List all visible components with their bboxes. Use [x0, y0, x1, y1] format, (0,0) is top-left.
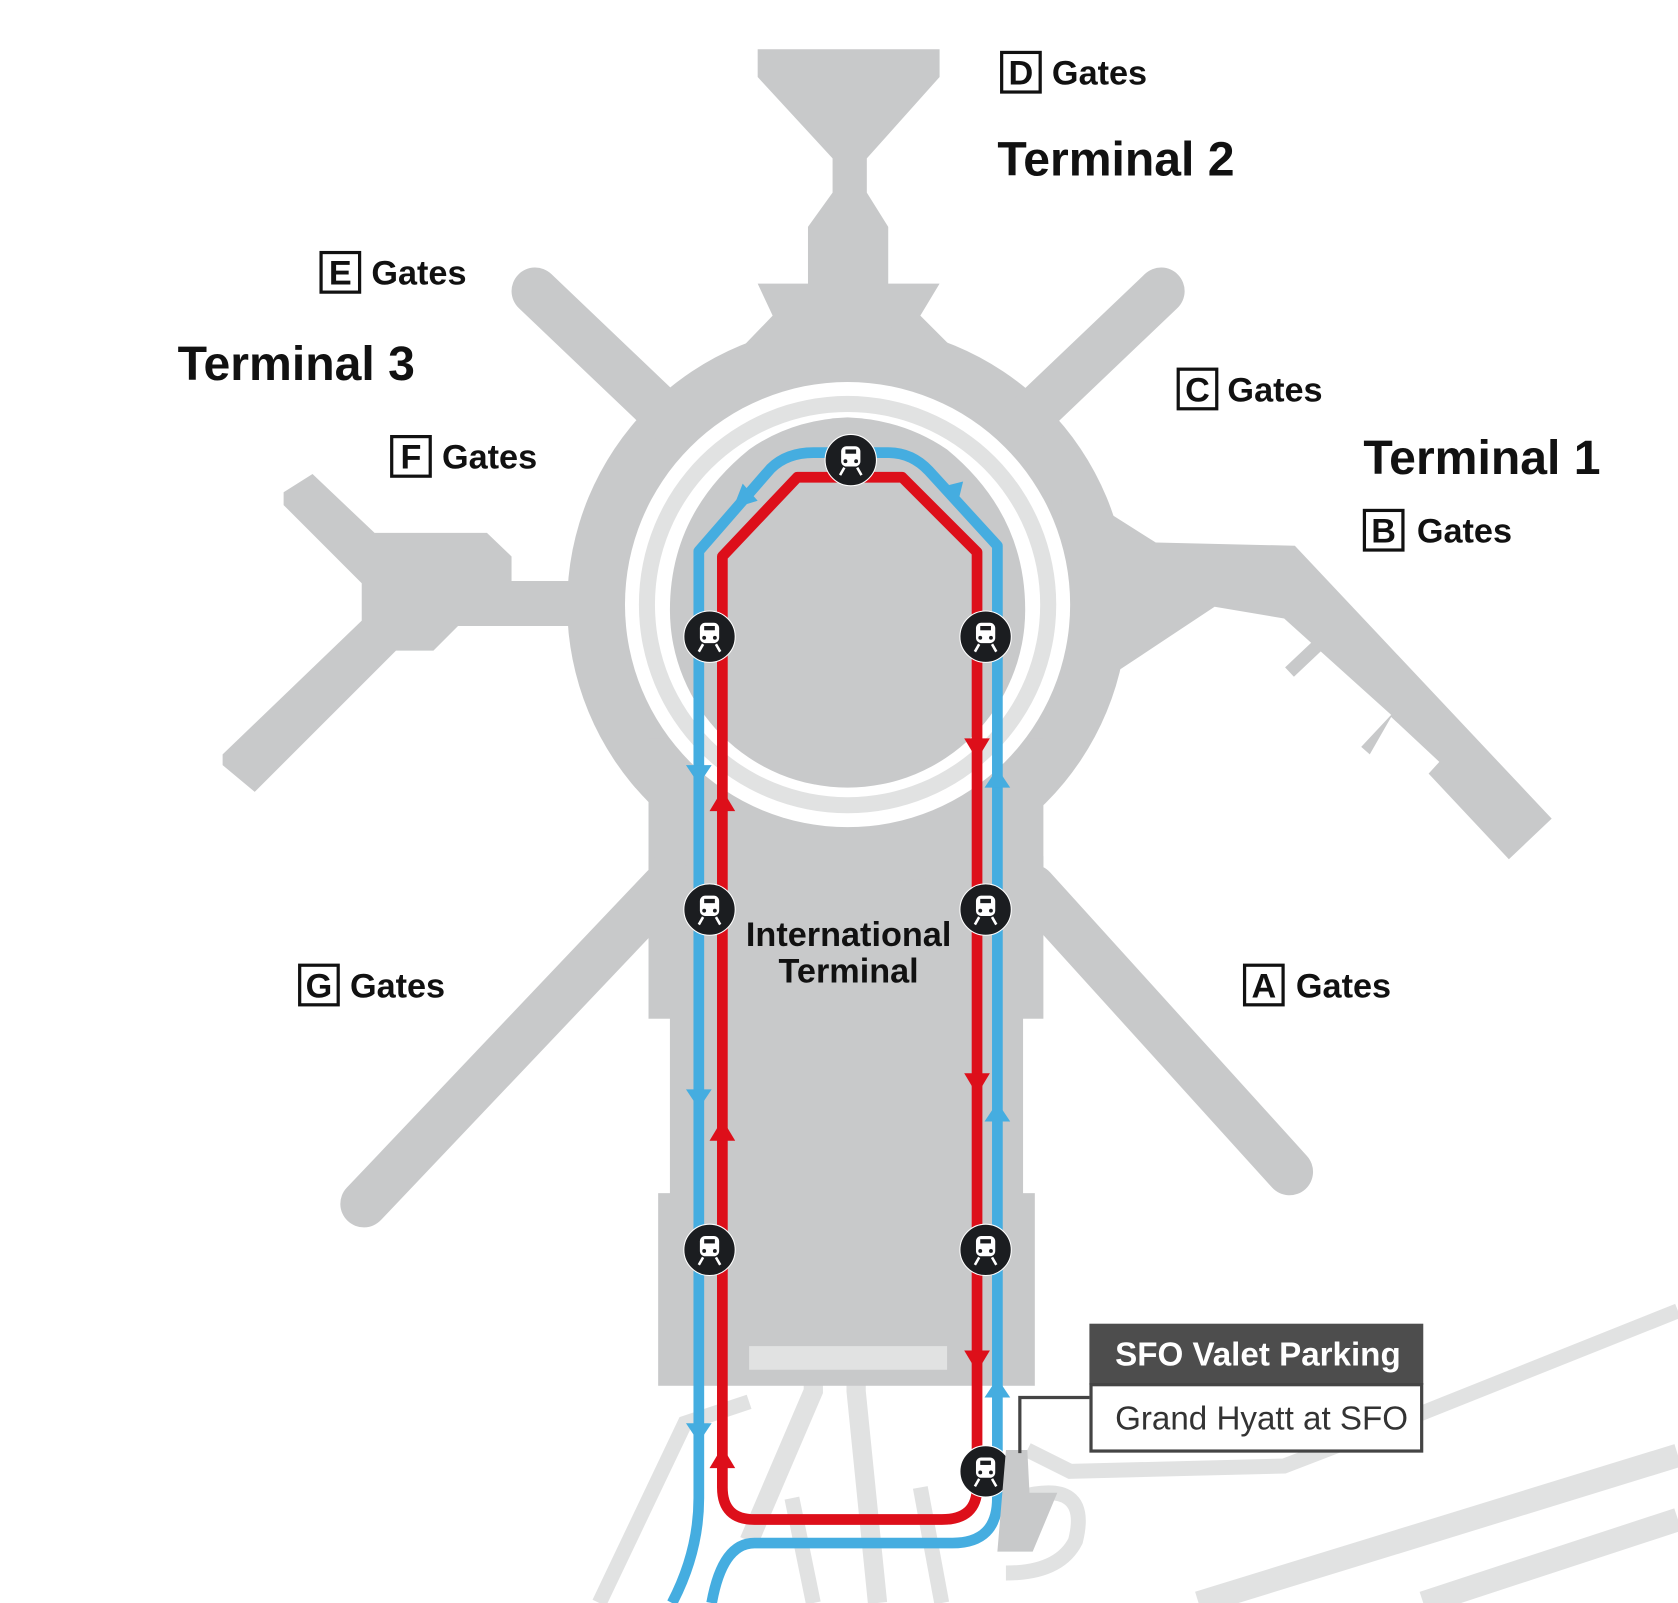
gate-label-e: E Gates — [319, 250, 467, 294]
terminal-3-pier-f — [222, 474, 578, 792]
international-terminal-label-line1: International — [746, 916, 951, 954]
svg-text:D: D — [1009, 55, 1034, 93]
blue-arrow-down-icon — [685, 1089, 712, 1109]
blue-arrow-down-icon — [685, 1423, 712, 1443]
svg-text:Gates: Gates — [1052, 55, 1147, 93]
svg-text:Gates: Gates — [1417, 513, 1512, 551]
blue-arrow-up-icon — [984, 1102, 1011, 1122]
svg-text:C: C — [1185, 371, 1210, 409]
gate-label-c: C Gates — [1176, 367, 1323, 411]
pier-g — [340, 864, 688, 1228]
terminal-1-pier-b — [1059, 481, 1552, 860]
train-icon[interactable] — [958, 609, 1013, 664]
gate-label-f: F Gates — [390, 434, 537, 478]
svg-text:B: B — [1371, 513, 1396, 551]
airtrain-blue-line — [667, 447, 1003, 1603]
pier-a — [1009, 864, 1314, 1196]
blue-arrow-up-icon — [984, 1378, 1011, 1398]
svg-text:G: G — [306, 967, 333, 1005]
gate-label-g: G Gates — [298, 963, 445, 1007]
blue-arrow-up-icon — [984, 768, 1011, 788]
gate-label-a: A Gates — [1242, 963, 1391, 1007]
red-arrow-down-icon — [964, 1073, 990, 1095]
svg-text:Gates: Gates — [350, 967, 445, 1005]
svg-text:Gates: Gates — [1296, 967, 1391, 1005]
valet-parking-callout[interactable]: SFO Valet Parking Grand Hyatt at SFO — [1089, 1323, 1424, 1453]
svg-text:Gates: Gates — [1227, 371, 1322, 409]
train-icon[interactable] — [958, 1222, 1013, 1277]
blue-arrow-down-icon — [685, 765, 712, 785]
train-icon[interactable] — [682, 1222, 737, 1277]
svg-text:Gates: Gates — [371, 255, 466, 293]
terminal-2-label: Terminal 2 — [997, 132, 1234, 186]
terminal-1-label: Terminal 1 — [1363, 431, 1600, 485]
gate-label-b: B Gates — [1362, 508, 1512, 552]
terminal-3-label: Terminal 3 — [178, 337, 415, 391]
international-terminal-label-line2: Terminal — [779, 952, 919, 990]
red-arrow-up-icon — [709, 789, 736, 812]
blue-arrow-left-icon — [941, 481, 964, 503]
grand-hyatt-building — [997, 1449, 1058, 1552]
train-icon[interactable] — [682, 882, 737, 937]
pier-c — [977, 267, 1185, 468]
red-arrow-down-icon — [964, 1350, 990, 1372]
svg-text:A: A — [1251, 967, 1276, 1005]
gate-label-d: D Gates — [1000, 50, 1147, 94]
red-arrow-up-icon — [709, 1119, 736, 1141]
red-arrow-up-icon — [709, 1446, 736, 1469]
callout-connector — [1018, 1395, 1090, 1454]
train-icon[interactable] — [823, 433, 878, 488]
direction-arrows — [685, 481, 1011, 1469]
svg-text:Gates: Gates — [442, 439, 537, 477]
gate-labels: D Gates E Gates C Gates F Gates B Gates … — [298, 50, 1512, 1007]
svg-text:F: F — [401, 439, 422, 477]
pier-e — [511, 267, 720, 468]
train-icon[interactable] — [958, 882, 1013, 937]
train-icon[interactable] — [682, 609, 737, 664]
red-arrow-down-icon — [964, 738, 990, 760]
svg-text:E: E — [329, 255, 352, 293]
callout-subtitle: Grand Hyatt at SFO — [1115, 1401, 1408, 1438]
airtrain-red-line — [717, 471, 983, 1525]
blue-arrow-left-icon — [733, 483, 758, 509]
callout-title: SFO Valet Parking — [1115, 1336, 1401, 1373]
